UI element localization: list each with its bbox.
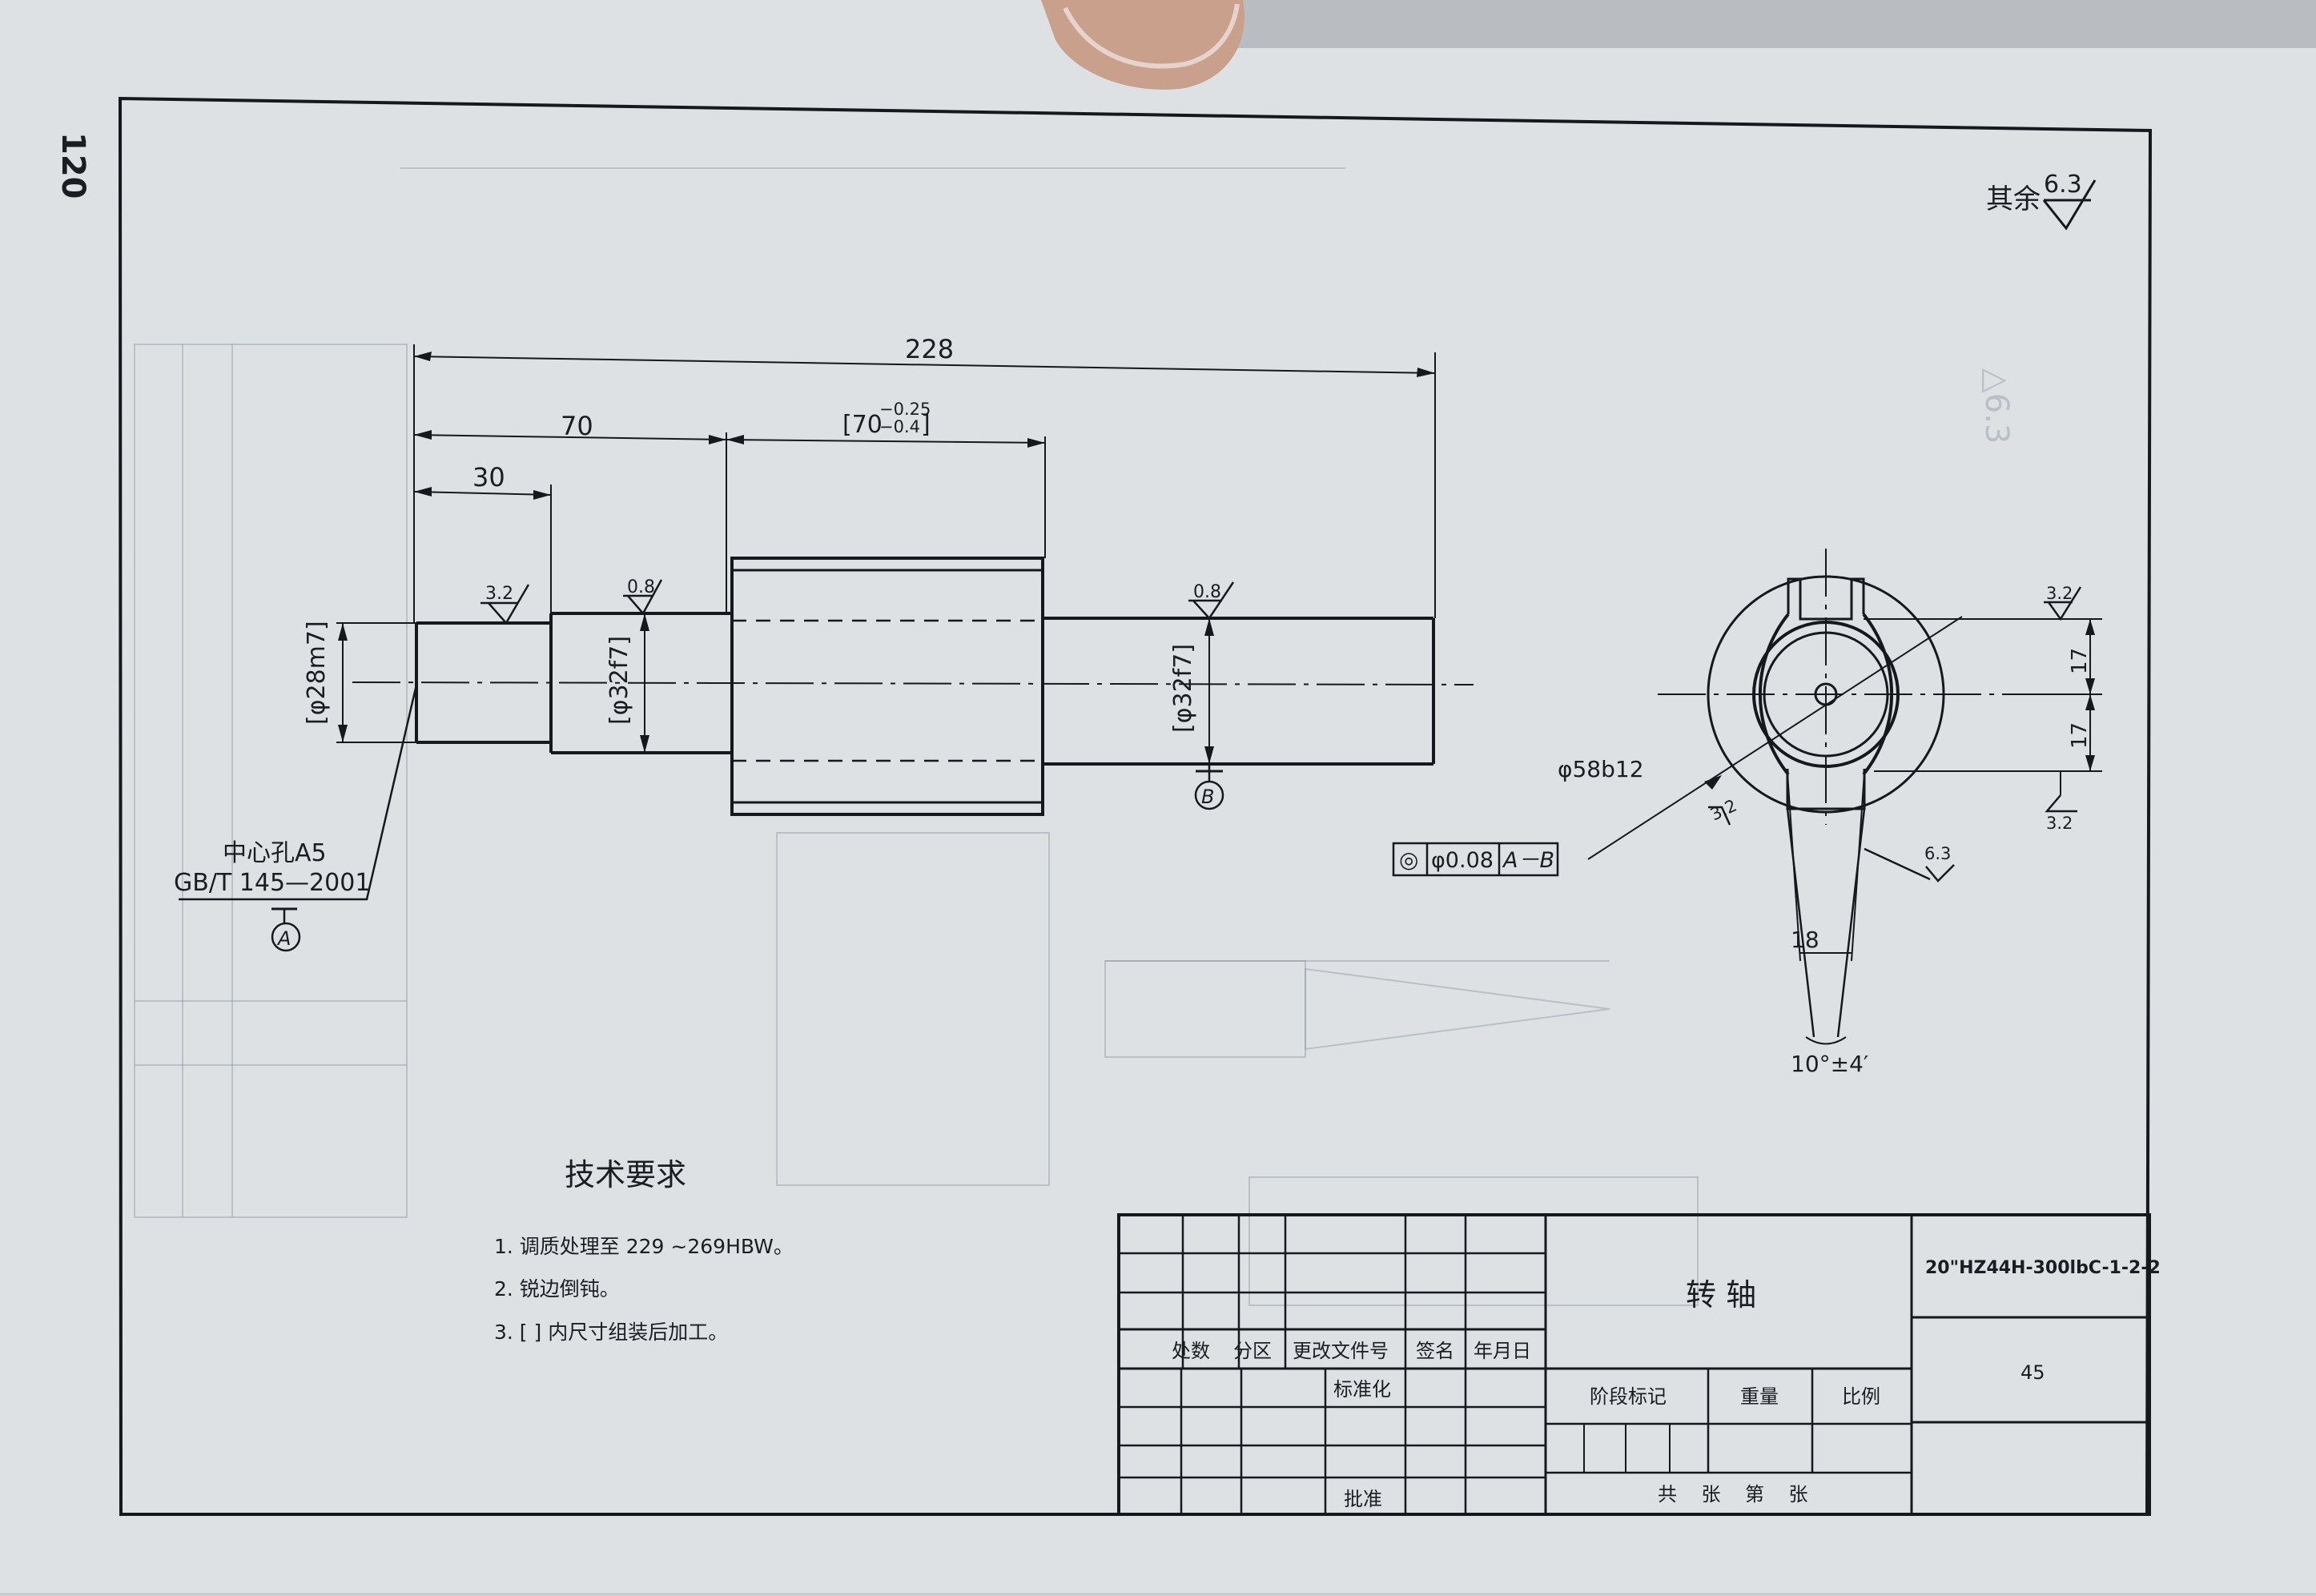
dim-slot-17-bottom: 17 [2068,722,2092,749]
dim-length-30: 30 [472,462,505,492]
drawing-number: 20"HZ44H-300lbC-1-2-2 [1925,1258,2161,1278]
dim-key-18: 18 [1791,927,1819,953]
label-sheets: 共 张 第 张 [1658,1483,1808,1506]
svg-text:A－B: A－B [1502,848,1554,873]
page-number: 120 [54,132,91,199]
label-approve: 批准 [1344,1488,1382,1510]
dim-dia-32-left: [φ32f7] [605,636,633,725]
label-standardize: 标准化 [1333,1378,1391,1401]
header-change-doc: 更改文件号 [1293,1340,1389,1362]
datum-b: B [1194,764,1224,810]
dim-dia-58: φ58b12 [1558,756,1644,782]
section-view [1658,549,1998,1045]
label-weight: 重量 [1740,1385,1779,1408]
title-block [1117,1213,2151,1516]
header-date: 年月日 [1474,1340,1531,1362]
bleed-through: △6.3 [134,167,2015,1306]
dim-dia-28: [φ28m7] [303,621,331,725]
dim-dia-32-right: [φ32f7] [1169,644,1197,733]
svg-text:3.2: 3.2 [2046,584,2073,603]
svg-text:0.8: 0.8 [627,577,655,597]
part-name: 转 轴 [1686,1277,1756,1313]
dimension-lines [336,344,1436,764]
tech-req-item-3: 3. [ ] 内尺寸组装后加工。 [494,1321,728,1344]
label-scale: 比例 [1842,1385,1880,1408]
svg-text:其余: 其余 [1986,183,2041,215]
svg-text:6.3: 6.3 [2044,171,2082,199]
datum-a: A [276,927,291,950]
dim-angle: 10°±4′ [1791,1051,1868,1077]
svg-text:[70: [70 [842,411,883,439]
surface-note: 其余 6.3 [1986,171,2097,231]
svg-text:0.8: 0.8 [1193,582,1221,602]
shaft-view [352,557,1474,816]
dim-overall: 228 [905,334,954,364]
svg-text:−0.25: −0.25 [879,400,931,419]
tech-req-title: 技术要求 [565,1157,686,1192]
svg-text:中心孔A5: 中心孔A5 [223,839,327,867]
svg-text:3.2: 3.2 [2046,814,2073,833]
tech-requirements: 技术要求 1. 调质处理至 229 ~269HBW。 2. 锐边倒钝。 3. [… [494,1157,794,1344]
header-count: 处数 [1172,1340,1210,1362]
svg-text:−0.4: −0.4 [879,417,920,436]
svg-text:6.3: 6.3 [1924,844,1951,863]
label-stage-mark: 阶段标记 [1590,1385,1667,1408]
svg-text:◎: ◎ [1399,846,1418,873]
tolerance-frame: ◎ φ0.08 A－B [1392,842,1559,877]
svg-text:3.2: 3.2 [485,584,513,604]
title-block-text: 处数 分区 更改文件号 签名 年月日 标准化 批准 转 轴 阶段标记 重量 比例… [1172,1258,2161,1510]
material: 45 [2020,1361,2045,1384]
header-signature: 签名 [1416,1340,1454,1362]
svg-text:B: B [1201,786,1214,808]
tech-req-item-2: 2. 锐边倒钝。 [494,1277,620,1301]
dim-slot-17-top: 17 [2068,648,2092,674]
slot-dims: 17 17 [1864,618,2102,772]
svg-text:GB/T 145—2001: GB/T 145—2001 [174,869,370,897]
svg-text:]: ] [921,411,931,439]
roughness-symbols: 3.2 0.8 0.8 [480,577,1235,625]
dim-length-70: 70 [561,411,593,441]
svg-text:φ0.08: φ0.08 [1431,848,1494,873]
dia58-leader: φ58b12 [1558,616,1963,860]
svg-text:△6.3: △6.3 [1978,368,2015,444]
dim-bracket-70-tol: [70 −0.25 −0.4 ] [842,400,931,439]
header-zone: 分区 [1233,1340,1272,1362]
center-hole-note: 中心孔A5 GB/T 145—2001 A [174,684,418,952]
tech-req-item-1: 1. 调质处理至 229 ~269HBW。 [494,1235,794,1258]
finger-photo [1041,0,1244,90]
